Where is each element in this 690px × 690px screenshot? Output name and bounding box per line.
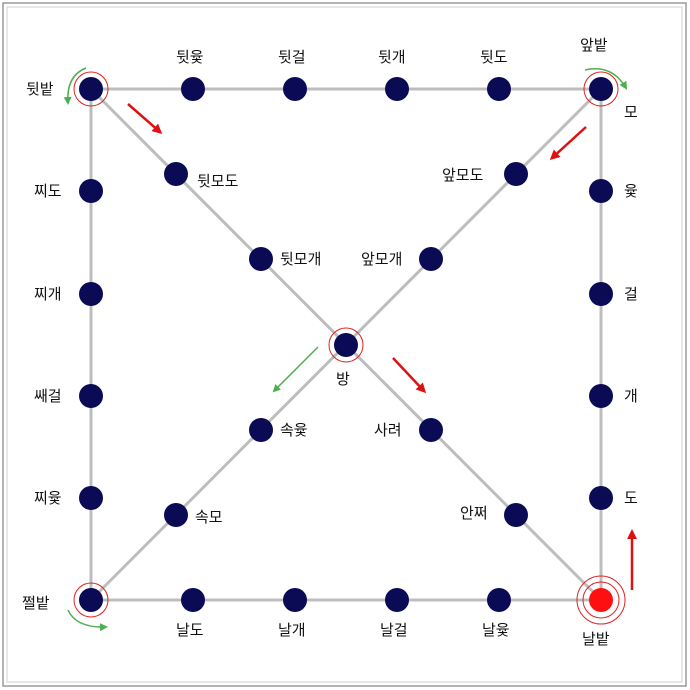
label-nalbat: 날밭	[582, 630, 610, 648]
curve-dwitbat	[63, 67, 87, 105]
node-jjigae	[79, 282, 103, 306]
ring-dwitbat	[73, 71, 109, 107]
label-mo: 모	[624, 103, 638, 121]
label-nyut: 윷	[624, 182, 638, 200]
label-dwitgeol: 뒷걸	[278, 48, 306, 66]
label-jjinyut: 찌윷	[34, 489, 62, 507]
direction-arrows	[127, 103, 637, 590]
node-apmogae	[419, 247, 443, 271]
node-gae	[589, 384, 613, 408]
ring-nalbat-inner	[582, 581, 620, 619]
node-geol	[589, 282, 613, 306]
label-dwitbat: 뒷밭	[26, 80, 54, 98]
label-apmodo: 앞모도	[442, 166, 484, 184]
node-jjilbat	[79, 588, 103, 612]
label-saryeo: 사려	[374, 421, 402, 439]
node-nalnyut	[487, 588, 511, 612]
label-anjjae: 안쩌	[460, 504, 488, 522]
arrow-bang-alt	[272, 346, 319, 393]
node-naldo	[181, 588, 205, 612]
label-nalnyut: 날윷	[482, 621, 510, 639]
board-nodes	[79, 77, 613, 612]
node-bang	[334, 333, 358, 357]
arrow-bang-diagonal	[392, 357, 427, 394]
label-do: 도	[624, 489, 638, 507]
label-gae: 개	[624, 387, 638, 405]
node-dwitgeol	[283, 77, 307, 101]
node-sokmo	[164, 503, 188, 527]
label-apbat: 앞밭	[580, 36, 608, 54]
node-dwitbat	[79, 77, 103, 101]
label-ssigeol: 쌔걸	[34, 387, 62, 405]
node-do	[589, 486, 613, 510]
ring-nalbat-outer	[576, 575, 626, 625]
node-nalgeol	[385, 588, 409, 612]
node-nyut	[589, 179, 613, 203]
node-anjjae	[504, 503, 528, 527]
curve-apbat	[584, 68, 628, 90]
node-saryeo	[419, 418, 443, 442]
node-sangnyut	[249, 418, 273, 442]
label-dwitmodo: 뒷모도	[197, 172, 239, 190]
node-dwitnyut	[181, 77, 205, 101]
label-dwitmogae: 뒷모개	[280, 250, 321, 268]
start-node-nalbat	[589, 588, 613, 612]
label-sangnyut: 속윷	[280, 421, 308, 439]
node-jjido	[79, 179, 103, 203]
label-jjigae: 찌개	[34, 285, 62, 303]
arrow-mo-diagonal	[549, 126, 587, 161]
label-geol: 걸	[624, 285, 638, 303]
node-dwitgae	[385, 77, 409, 101]
node-jjinyut	[79, 486, 103, 510]
label-jjilbat: 쩔밭	[22, 594, 50, 612]
label-dwitdo: 뒷도	[480, 48, 508, 66]
ring-apbat	[583, 71, 619, 107]
alt-arrows	[63, 67, 628, 632]
node-apbat	[589, 77, 613, 101]
label-nalgae: 날개	[278, 621, 306, 639]
ring-jjilbat	[73, 582, 109, 618]
label-jjido: 찌도	[34, 182, 62, 200]
label-nalgeol: 날걸	[380, 621, 408, 639]
corner-rings	[73, 71, 626, 625]
arrow-dwitbat-diagonal	[127, 103, 163, 134]
ring-bang	[328, 327, 364, 363]
node-dwitmodo	[164, 162, 188, 186]
inner-frame	[6, 6, 683, 683]
node-labels: 뒷밭 뒷윷 뒷걸 뒷개 뒷도 앞밭 모 뒷모도 앞모도 찌도 윷 뒷모개 앞모개…	[22, 36, 638, 648]
label-sokmo: 속모	[195, 508, 223, 526]
outer-path	[89, 87, 603, 602]
node-dwitdo	[487, 77, 511, 101]
node-ssigeol	[79, 384, 103, 408]
node-dwitmogae	[249, 247, 273, 271]
label-naldo: 날도	[176, 621, 204, 639]
label-apmogae: 앞모개	[361, 250, 402, 268]
node-apmodo	[504, 162, 528, 186]
node-nalgae	[283, 588, 307, 612]
label-dwitnyut: 뒷윷	[176, 48, 204, 66]
label-bang: 방	[336, 370, 350, 388]
curve-jjilbat	[67, 609, 108, 632]
label-dwitgae: 뒷개	[378, 48, 406, 66]
